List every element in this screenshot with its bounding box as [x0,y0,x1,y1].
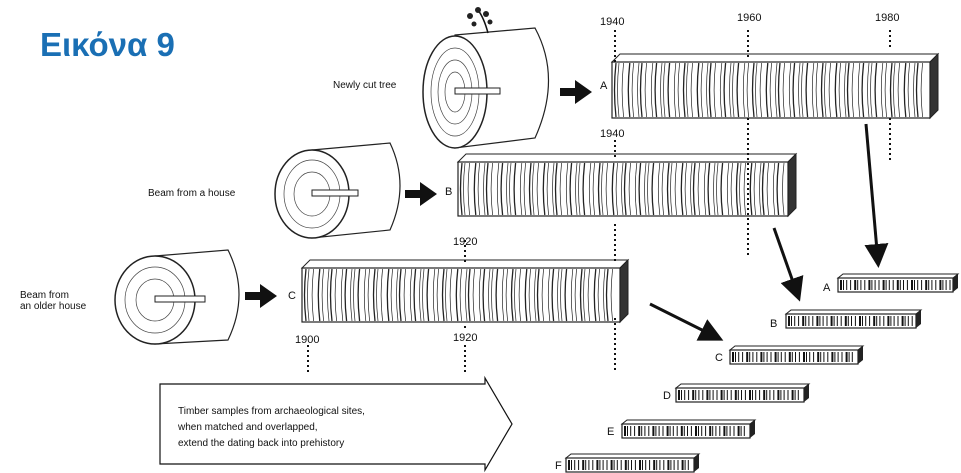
year-c-1920-top: 1920 [453,236,477,248]
stack-letter-e: E [607,426,614,438]
log-beam-from-house [275,143,400,238]
year-c-1920-bottom: 1920 [453,332,477,344]
label-beam-older-1: Beam from [20,290,69,301]
ring-strip-a [612,54,938,118]
ring-strip-c [302,260,628,322]
letter-b: B [445,186,452,198]
prehistory-note: Timber samples from archaeological sites… [178,404,365,452]
ring-strip-b [458,154,796,216]
label-beam-from-house: Beam from a house [148,188,235,199]
letter-c: C [288,290,296,302]
label-newly-cut-tree: Newly cut tree [333,80,396,91]
year-c-1900: 1900 [295,334,319,346]
year-a-1960: 1960 [737,12,761,24]
year-b-1940: 1940 [600,128,624,140]
arrow-a [560,80,592,104]
note-line-1: Timber samples from archaeological sites… [178,404,365,420]
stack-letter-c: C [715,352,723,364]
log-newly-cut-tree [423,7,549,148]
note-line-3: extend the dating back into prehistory [178,436,365,452]
stack-letter-b: B [770,318,777,330]
stack-letter-a: A [823,282,830,294]
stack-letter-f: F [555,460,562,472]
year-a-1980: 1980 [875,12,899,24]
year-a-1940: 1940 [600,16,624,28]
note-line-2: when matched and overlapped, [178,420,365,436]
letter-a: A [600,80,607,92]
stack-letter-d: D [663,390,671,402]
log-beam-from-older-house [115,250,239,344]
arrow-b [405,182,437,206]
arrow-c [245,284,277,308]
label-beam-older-2: an older house [20,301,86,312]
